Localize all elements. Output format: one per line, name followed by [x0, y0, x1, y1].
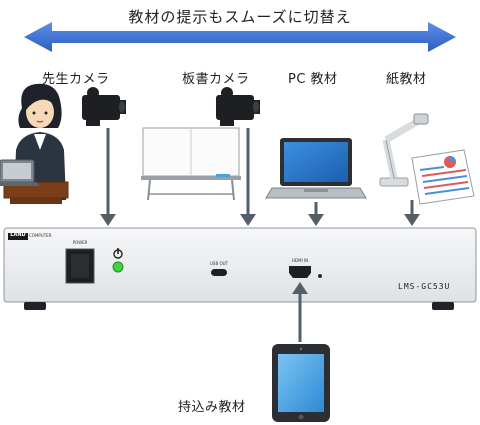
hdmi-port-label: HDMI IN [291, 258, 309, 263]
teacher-laptop-illustration [0, 159, 40, 186]
brand-logo: LAND [10, 232, 26, 238]
label-tablet: 持込み教材 [178, 400, 246, 415]
arrow-teacher-camera [100, 128, 116, 226]
pc-laptop-illustration [265, 138, 367, 199]
brand-subtitle: COMPUTER [29, 233, 52, 238]
label-pc: PC 教材 [288, 72, 338, 87]
arrow-pc [308, 202, 324, 226]
model-number: LMS-GC53U [398, 282, 451, 291]
label-teacher-camera: 先生カメラ [42, 72, 110, 87]
teacher-video-camera-icon [82, 87, 126, 126]
arrow-board-camera [240, 128, 256, 226]
header-double-arrow [24, 22, 456, 52]
tablet-illustration [272, 344, 330, 422]
whiteboard-illustration [141, 127, 241, 201]
label-board-camera: 板書カメラ [182, 72, 250, 87]
document-camera-illustration [379, 113, 429, 187]
arrow-tablet [292, 282, 308, 342]
switcher-device [3, 227, 477, 310]
label-paper: 紙教材 [386, 72, 427, 87]
usb-port-label: USB OUT [209, 261, 228, 266]
board-video-camera-icon [216, 87, 260, 126]
headline: 教材の提示もスムーズに切替え [128, 8, 352, 26]
arrow-paper [404, 200, 420, 226]
paper-material-illustration [411, 149, 475, 205]
power-label: POWER [72, 240, 88, 245]
